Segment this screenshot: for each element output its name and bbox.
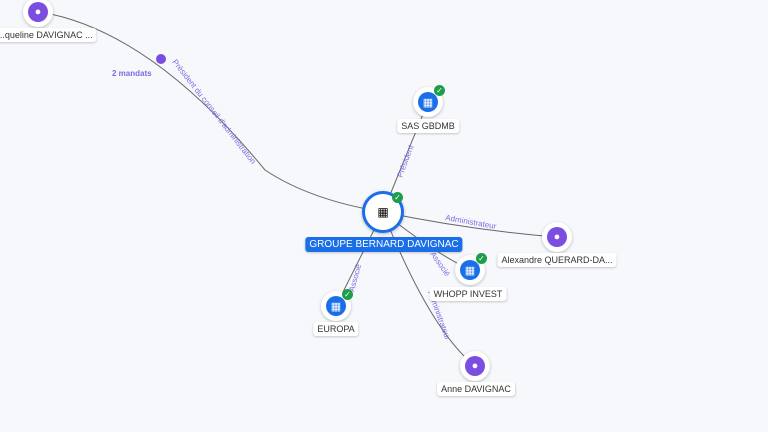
center-node[interactable]: ▦✓ — [362, 191, 404, 233]
edge-label: Administrateur — [445, 213, 498, 231]
edge-label: Associé — [347, 263, 363, 293]
edge-extra: 2 mandats — [112, 69, 152, 78]
node-company[interactable]: ▦✓ — [413, 85, 445, 117]
check-icon: ✓ — [476, 253, 487, 264]
node-label[interactable]: Anne DAVIGNAC — [437, 382, 515, 396]
center-label[interactable]: GROUPE BERNARD DAVIGNAC — [305, 237, 463, 252]
building-icon: ▦ — [460, 260, 480, 280]
building-icon: ▦ — [326, 296, 346, 316]
node-label[interactable]: Alexandre QUERARD-DA... — [497, 253, 617, 267]
building-icon: ▦ — [377, 205, 389, 219]
person-icon: ● — [547, 227, 567, 247]
check-icon: ✓ — [434, 85, 445, 96]
node-company[interactable]: ▦✓ — [321, 289, 353, 321]
node-label[interactable]: SAS GBDMB — [397, 119, 459, 133]
node-label[interactable]: WHOPP INVEST — [429, 287, 507, 301]
node-label[interactable]: EUROPA — [313, 322, 359, 336]
edge-label: Président — [395, 143, 415, 179]
check-icon: ✓ — [392, 192, 403, 203]
node-company[interactable]: ▦✓ — [455, 253, 487, 285]
edge-label: Président du conseil d'administration — [170, 58, 257, 166]
node-person[interactable]: ● — [542, 222, 572, 252]
node-person[interactable]: ● — [23, 0, 53, 27]
close-icon[interactable] — [156, 54, 166, 64]
person-icon: ● — [28, 2, 48, 22]
check-icon: ✓ — [342, 289, 353, 300]
edge-label: Associé — [428, 250, 452, 279]
node-person[interactable]: ● — [460, 351, 490, 381]
person-icon: ● — [465, 356, 485, 376]
building-icon: ▦ — [418, 92, 438, 112]
node-label[interactable]: ...queline DAVIGNAC ... — [0, 28, 97, 42]
